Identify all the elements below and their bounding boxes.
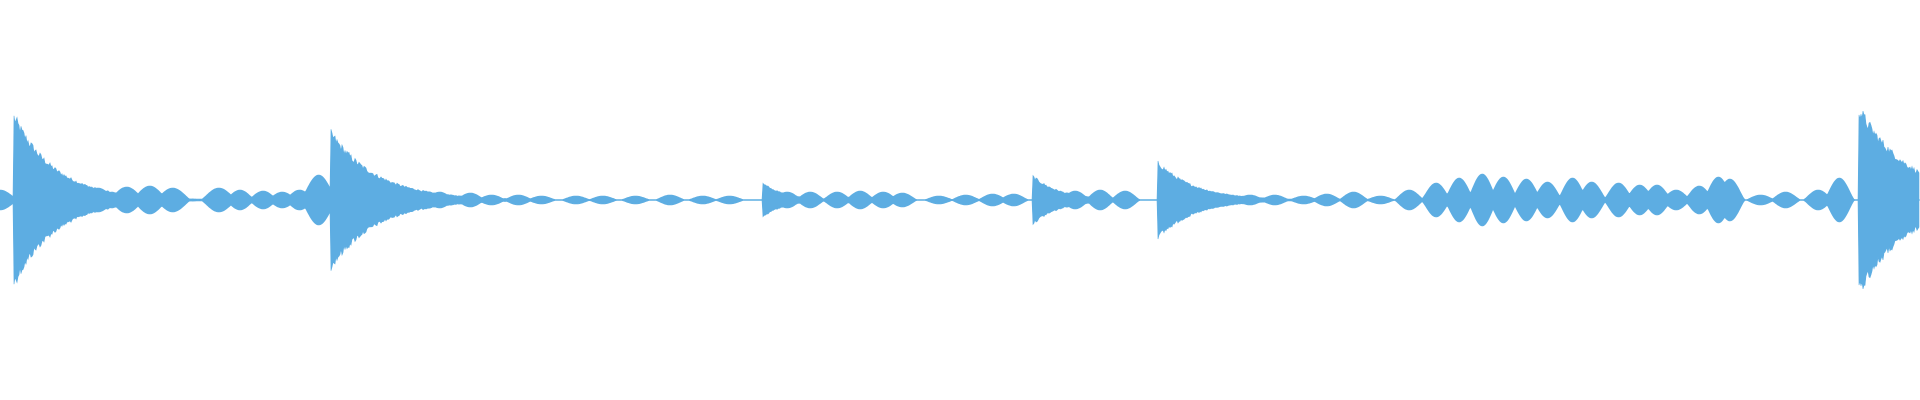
waveform-envelope: [0, 111, 1920, 289]
